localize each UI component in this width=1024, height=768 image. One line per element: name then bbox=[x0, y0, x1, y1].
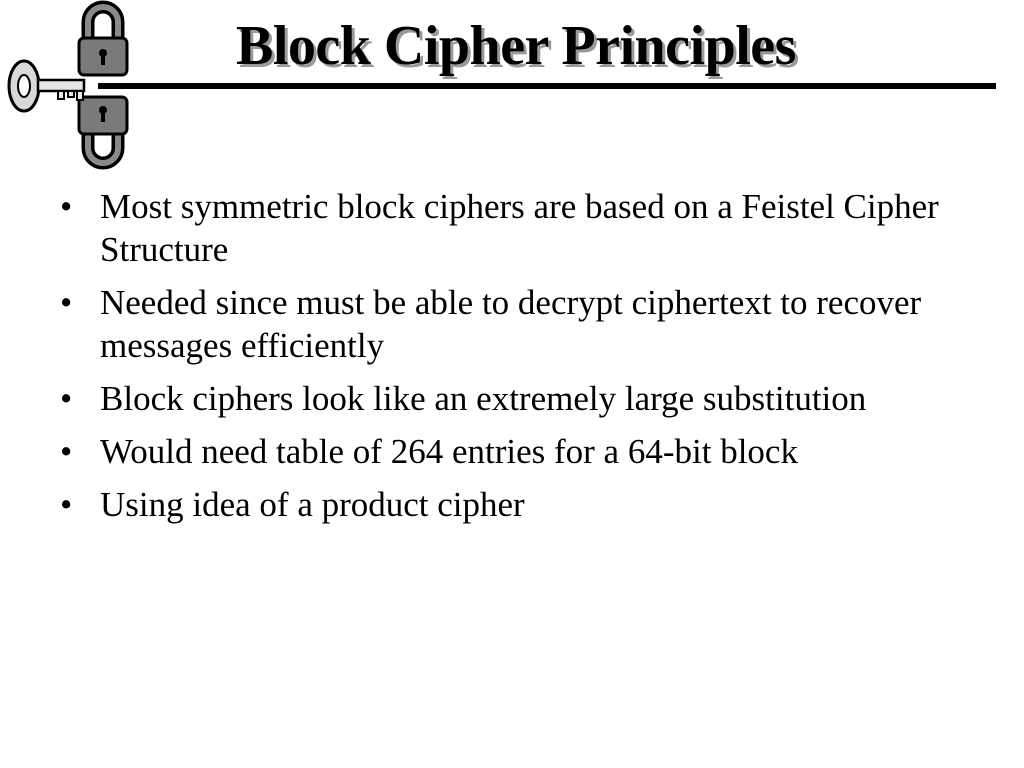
key-icon bbox=[7, 59, 86, 113]
bullet-item: • Using idea of a product cipher bbox=[56, 483, 956, 526]
bullet-text: Using idea of a product cipher bbox=[100, 485, 525, 524]
slide-title: Block Cipher Principles bbox=[236, 15, 796, 77]
bullet-item: • Needed since must be able to decrypt c… bbox=[56, 281, 956, 367]
bullet-text: Most symmetric block ciphers are based o… bbox=[100, 187, 939, 269]
bullet-marker: • bbox=[60, 432, 73, 471]
padlocks-and-key-icon bbox=[7, 0, 129, 170]
padlock-top-icon bbox=[77, 0, 129, 77]
bullet-item: • Most symmetric block ciphers are based… bbox=[56, 185, 956, 271]
bullet-text: Needed since must be able to decrypt cip… bbox=[100, 283, 922, 365]
bullet-marker: • bbox=[60, 379, 73, 418]
bullet-list: • Most symmetric block ciphers are based… bbox=[56, 185, 956, 536]
bullet-text: Would need table of 264 entries for a 64… bbox=[100, 432, 798, 471]
bullet-item: • Block ciphers look like an extremely l… bbox=[56, 377, 956, 420]
bullet-marker: • bbox=[60, 283, 73, 322]
title-divider bbox=[98, 83, 996, 89]
padlock-bottom-icon bbox=[77, 95, 129, 170]
bullet-marker: • bbox=[60, 187, 73, 226]
bullet-item: • Would need table of 264 entries for a … bbox=[56, 430, 956, 473]
bullet-marker: • bbox=[60, 485, 73, 524]
bullet-text: Block ciphers look like an extremely lar… bbox=[100, 379, 867, 418]
